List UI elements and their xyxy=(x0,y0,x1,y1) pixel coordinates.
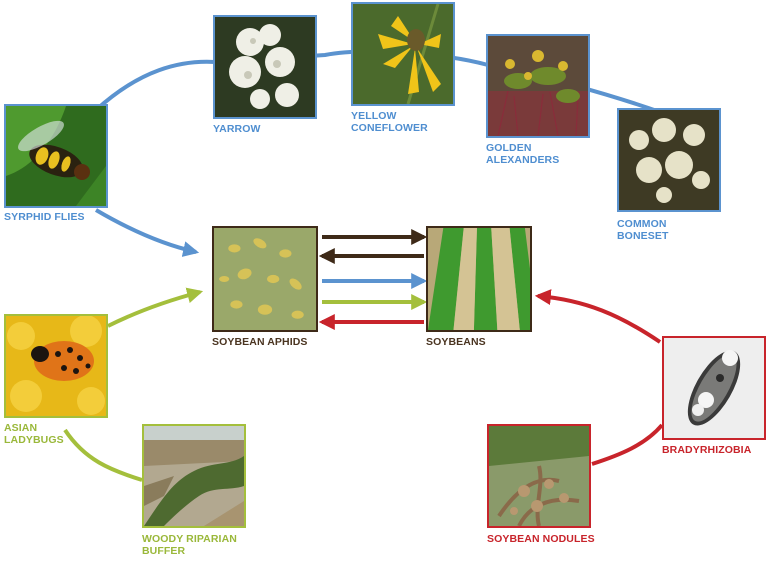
woody-riparian-buffer-photo xyxy=(142,424,246,528)
ladybug-to-aphids-arrow xyxy=(107,287,204,328)
golden-alexanders-photo xyxy=(486,34,590,138)
label-bradyrhizobia: BRADYRHIZOBIA xyxy=(662,444,752,456)
label-asian-ladybugs: ASIAN LADYBUGS xyxy=(4,422,64,446)
syrphid-fly-photo xyxy=(4,104,108,208)
nodules-to-rhizobia-line xyxy=(591,423,664,466)
bradyrhizobia-photo xyxy=(662,336,766,440)
common-boneset-photo xyxy=(617,108,721,212)
syrphid-to-aphids-arrow xyxy=(94,208,200,257)
label-syrphid-flies: SYRPHID FLIES xyxy=(4,211,85,223)
asian-ladybug-photo xyxy=(4,314,108,418)
yarrow-photo xyxy=(213,15,317,119)
label-woody-riparian-buffer: WOODY RIPARIAN BUFFER xyxy=(142,533,237,557)
label-soybeans: SOYBEANS xyxy=(426,336,486,348)
label-soybean-aphids: SOYBEAN APHIDS xyxy=(212,336,308,348)
label-soybean-nodules: SOYBEAN NODULES xyxy=(487,533,595,545)
label-common-boneset: COMMON BONESET xyxy=(617,218,669,242)
label-golden-alexanders: GOLDEN ALEXANDERS xyxy=(486,142,560,166)
rhizobia-to-soybeans-arrow xyxy=(534,289,662,344)
ladybug-to-buffer-line xyxy=(63,428,143,482)
label-yarrow: YARROW xyxy=(213,123,261,135)
soybeans-photo xyxy=(426,226,532,332)
soybean-aphids-photo xyxy=(212,226,318,332)
yellow-coneflower-photo xyxy=(351,2,455,106)
label-yellow-coneflower: YELLOW CONEFLOWER xyxy=(351,110,428,134)
soybean-nodules-photo xyxy=(487,424,591,528)
